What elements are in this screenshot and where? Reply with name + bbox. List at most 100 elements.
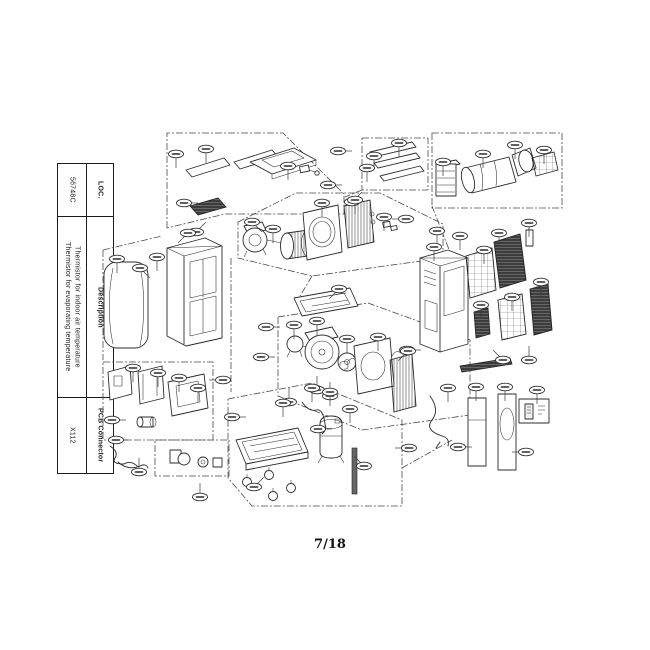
- part-balloon: [475, 149, 491, 168]
- loc-value: 56748C: [57, 163, 87, 217]
- part-balloon: [512, 447, 534, 457]
- front-frame: [166, 237, 223, 347]
- upper-blower-wheel: [280, 229, 315, 260]
- duct-grille: [531, 151, 559, 177]
- upper-fan-scroll-housing: [302, 204, 343, 261]
- lower-fan-scroll: [304, 326, 340, 370]
- part-balloon: [150, 368, 166, 387]
- lower-fan-motor: [286, 335, 314, 358]
- part-balloon: [176, 198, 198, 208]
- part-balloon: [435, 157, 451, 176]
- part-balloon: [322, 387, 338, 406]
- part-balloon: [395, 443, 417, 453]
- assembly-box: [237, 192, 444, 277]
- remote-control-box: [518, 398, 550, 424]
- duct-hose: [460, 156, 517, 194]
- part-balloon: [320, 180, 342, 190]
- rear-cabinet: [419, 249, 469, 353]
- part-balloon: [359, 163, 375, 182]
- power-cord: [429, 395, 449, 449]
- part-balloon: [310, 424, 332, 434]
- description-values: Thermistor for indoor air temperature Th…: [57, 216, 87, 398]
- part-balloon: [353, 455, 372, 471]
- part-balloon: [125, 363, 141, 382]
- top-cover-assembly: [185, 147, 320, 216]
- accessory-parts: [429, 393, 550, 471]
- partition-tray: [293, 287, 359, 317]
- part-balloon: [533, 277, 549, 296]
- part-balloon: [104, 415, 126, 425]
- part-balloon: [429, 226, 445, 245]
- part-balloon: [347, 195, 363, 214]
- part-balloon: [497, 382, 513, 401]
- assembly-box: [361, 137, 429, 191]
- capacitor: [136, 416, 157, 428]
- part-balloon: [198, 144, 214, 163]
- lower-fan-assembly: [286, 326, 417, 413]
- thermistor-spec-table: 56748C LOC. Thermistor for indoor air te…: [57, 163, 114, 474]
- part-balloon: [109, 254, 125, 273]
- part-balloon: [108, 435, 130, 445]
- part-balloon: [473, 300, 489, 319]
- part-balloon: [275, 398, 291, 417]
- part-balloon: [328, 284, 347, 300]
- part-balloon: [392, 214, 414, 224]
- side-bar: [351, 447, 358, 495]
- orifice-panel: [353, 337, 395, 395]
- part-balloon: [131, 458, 147, 477]
- part-balloon: [376, 212, 392, 231]
- top-grille-dark-panel: [189, 197, 227, 216]
- part-balloon: [171, 373, 187, 392]
- part-balloon: [476, 245, 492, 264]
- part-balloon: [507, 140, 523, 159]
- part-balloon: [309, 316, 325, 335]
- description-line-1: Thermistor for indoor air temperature: [73, 246, 81, 368]
- assembly-box: [431, 132, 563, 209]
- part-balloon: [504, 292, 520, 311]
- part-balloon: [342, 404, 358, 423]
- part-balloon: [177, 228, 196, 244]
- part-balloon: [521, 218, 537, 237]
- part-balloon: [224, 412, 246, 422]
- air-filter-upper: [465, 247, 497, 299]
- connector-line: [431, 205, 451, 253]
- control-box-assembly: [107, 365, 223, 469]
- side-cover-1: [467, 397, 487, 467]
- condenser-coil: [389, 349, 417, 413]
- part-balloon: [149, 252, 165, 271]
- compressor: [317, 415, 345, 464]
- part-balloon: [168, 149, 184, 168]
- part-balloon: [492, 349, 511, 365]
- part-balloon: [209, 375, 231, 385]
- part-balloon: [190, 383, 206, 402]
- wire-harness-1: [109, 445, 138, 467]
- part-balloon: [314, 198, 330, 217]
- part-balloon: [246, 476, 265, 492]
- part-balloon: [286, 320, 302, 339]
- front-panel: [103, 261, 149, 349]
- connector-line: [401, 439, 453, 469]
- description-line-2: Thermistor for evaporating temperature: [64, 242, 71, 372]
- part-balloon: [244, 217, 263, 233]
- assembly-box: [227, 382, 403, 507]
- casters: [242, 467, 296, 501]
- exhaust-duct-assembly: [435, 147, 559, 197]
- drain-pump-parts: [169, 449, 223, 468]
- assembly-box: [154, 439, 230, 477]
- base-pan: [235, 427, 309, 471]
- connector-line: [344, 189, 363, 198]
- connector-line: [299, 275, 313, 297]
- evaporator-coil: [343, 199, 376, 249]
- part-balloon: [529, 385, 545, 404]
- rear-grille-upper: [493, 233, 527, 289]
- part-balloon: [253, 352, 275, 362]
- small-dark-panel: [473, 307, 491, 339]
- part-balloon: [280, 161, 296, 180]
- part-balloon: [339, 334, 355, 353]
- louver-blade-set: [369, 141, 425, 182]
- part-balloon: [370, 332, 386, 351]
- loc-header: LOC.: [86, 163, 114, 217]
- connector-line: [102, 235, 163, 251]
- pcb-connector-value: X112: [57, 397, 87, 474]
- side-cover-2: [497, 393, 517, 471]
